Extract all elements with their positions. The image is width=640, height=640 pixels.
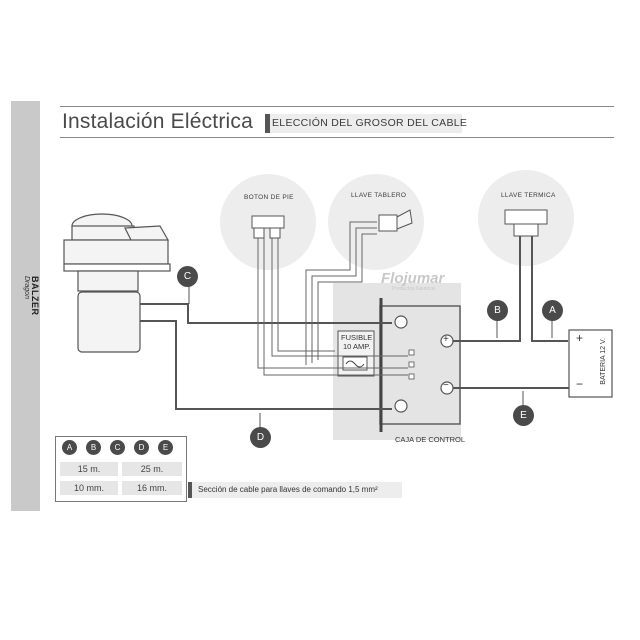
wire-label-a: A <box>542 300 563 321</box>
battery-minus: − <box>576 377 584 391</box>
winch-deck <box>63 263 171 272</box>
llave-termica-head <box>504 209 548 225</box>
boton-pie-leg-left <box>253 227 265 239</box>
control-box-label: CAJA DE CONTROL <box>395 435 466 444</box>
header-rule-bottom <box>60 137 614 138</box>
wire-d <box>140 320 392 410</box>
fusible-label-1: FUSIBLE <box>341 333 373 342</box>
llave-tablero-label: LLAVE TABLERO <box>351 192 407 199</box>
table-cell-r1c2: 25 m. <box>122 462 182 476</box>
llave-termica-body <box>513 223 539 237</box>
llave-tablero-body <box>378 214 398 232</box>
wire-label-d: D <box>250 427 271 448</box>
watermark-sub: Productos Náuticos <box>392 286 436 292</box>
winch-flange <box>77 270 139 292</box>
cmd-wire-2 <box>263 238 408 376</box>
wire-label-c: C <box>177 266 198 287</box>
boton-pie-leg-right <box>269 227 281 239</box>
wire-label-b: B <box>487 300 508 321</box>
table-cell-r2c2: 16 mm. <box>122 481 182 495</box>
wire-label-e: E <box>513 405 534 426</box>
table-letter-e: E <box>158 440 173 455</box>
cable-note: Sección de cable para llaves de comando … <box>198 485 378 494</box>
table-letter-a: A <box>62 440 77 455</box>
winch-motor <box>77 291 141 353</box>
header-rule-top <box>60 106 614 107</box>
battery-label: BATERIA 12 V. <box>600 338 607 385</box>
cmd-wire-6 <box>311 227 377 363</box>
battery-plus: + <box>576 331 584 345</box>
wire-a <box>531 236 568 342</box>
wire-c <box>140 303 392 324</box>
terminal-plus-sign: + <box>443 334 449 345</box>
small-terminal-1 <box>408 349 415 356</box>
cmd-wire-1 <box>257 238 408 369</box>
cmd-wire-3 <box>271 238 408 357</box>
table-letter-c: C <box>110 440 125 455</box>
wire-b <box>453 236 521 342</box>
cmd-wire-5 <box>305 221 377 365</box>
page-subtitle: ELECCIÓN DEL GROSOR DEL CABLE <box>272 117 468 129</box>
table-cell-r1c1: 15 m. <box>60 462 118 476</box>
table-cell-r2c1: 10 mm. <box>60 481 118 495</box>
table-letters-row: A B C D E <box>62 440 182 456</box>
table-letter-b: B <box>86 440 101 455</box>
boton-pie-switch <box>251 215 285 229</box>
watermark: Flojumar <box>381 270 445 287</box>
page-edge-strip <box>11 101 40 511</box>
subtitle-panel <box>270 114 462 133</box>
page-title: Instalación Eléctrica <box>62 110 253 133</box>
fusible-label-2: 10 AMP. <box>343 342 371 351</box>
small-terminal-2 <box>408 361 415 368</box>
winch-body <box>63 239 169 265</box>
table-letter-d: D <box>134 440 149 455</box>
cmd-wire-7 <box>317 233 377 360</box>
fuse-wave <box>345 360 365 368</box>
terminal-minus-sign: − <box>443 380 449 391</box>
battery-body <box>568 329 613 398</box>
small-terminal-3 <box>408 373 415 380</box>
boton-pie-label: BOTON DE PIE <box>244 194 294 201</box>
llave-termica-label: LLAVE TERMICA <box>501 192 556 199</box>
llave-tablero-key <box>396 209 413 230</box>
note-bar <box>188 482 192 498</box>
note-panel <box>192 482 402 498</box>
terminal-top <box>394 315 408 329</box>
cmd-wire-4 <box>277 238 335 352</box>
cable-table: A B C D E 15 m. 25 m. 10 mm. 16 mm. <box>55 436 187 502</box>
subtitle-bar <box>265 114 270 133</box>
terminal-bottom <box>394 399 408 413</box>
